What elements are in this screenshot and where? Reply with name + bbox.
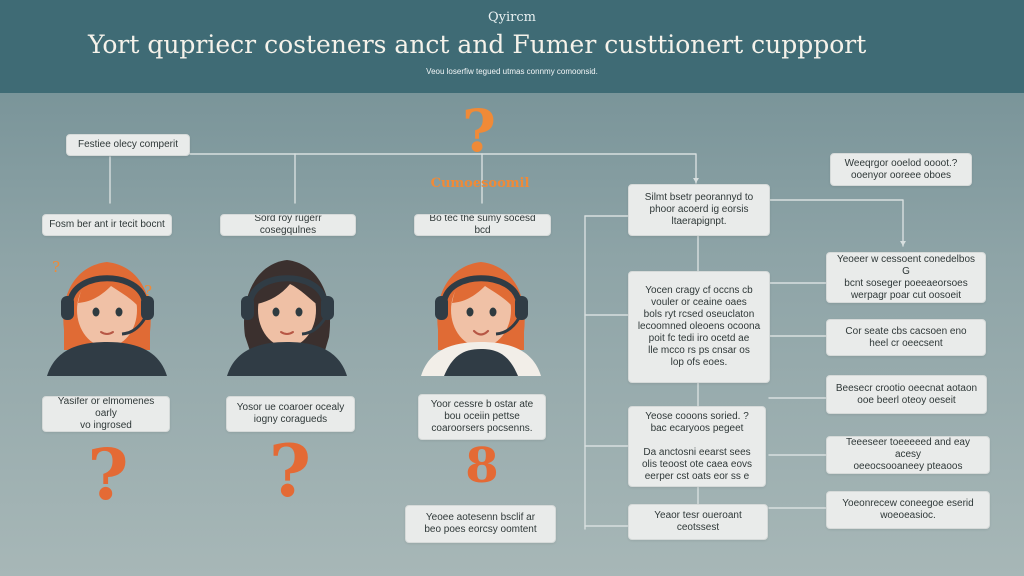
avatar-description-1: Yasifer or elmomenes oarly vo ingrosed [42,396,170,432]
page-title: Yort qupriecr costeners anct and Fumer c… [88,30,867,59]
number-eight-icon: 8 [465,438,499,494]
avatar-description-3: Yoor cessre b ostar ate bou oceiin petts… [418,394,546,440]
right-box-3: Cor seate cbs cacsoen eno heel cr oeecse… [826,319,986,356]
top-left-label: Festiee olecy comperit [66,134,190,156]
brand-logo-text: Qyircm [488,10,536,25]
right-box-1: Weeqrgor ooelod oooot.? ooenyor ooreee o… [830,153,972,186]
avatar-label-3: Bo tec the sumy socesd bcd [414,214,551,236]
right-box-4: Beesecr crootio oeecnat aotaon ooe beerl… [826,375,987,414]
right-box-2: Yeoeer w cessoent conedelbos G bcnt sose… [826,252,986,303]
support-agent-avatar-3 [421,262,541,376]
flow-box-1: Silmt bsetr peorannyd to phoor acoerd ig… [628,184,770,236]
right-box-6: Yoeonrecew coneegoe eserid woeoeasioc. [826,491,990,529]
svg-text:?: ? [52,258,60,276]
flow-box-2: Yocen cragy cf occns cb vouler or ceaine… [628,271,770,383]
question-mark-icon: ? [268,428,312,513]
avatar-description-2: Yosor ue coaroer ocealy iogny coragueds [226,396,355,432]
avatar-label-1: Fosm ber ant ir tecit bocnt [42,214,172,236]
page-subtitle: Veou loserfiw tegued utmas connmy comoon… [426,67,598,76]
right-box-5: Teeeseer toeeeeed and eay acesy oeeocsoo… [826,436,990,474]
question-mark-icon: ? [87,433,129,516]
svg-text:?: ? [144,282,152,300]
support-agent-avatar-1: ? ? [47,258,167,376]
bottom-middle-label: Yeoee aotesenn bsclif ar beo poes eorcsy… [405,505,556,543]
support-agent-avatar-2 [227,260,347,376]
flow-box-4: Yeaor tesr oueroant ceotssest [628,504,768,540]
flow-box-3: Yeose cooons soried. ? bac ecaryoos pege… [628,406,766,487]
question-mark-icon: ? [462,97,496,165]
header-banner: Qyircm Yort qupriecr costeners anct and … [0,0,1024,93]
center-label: Cumoesoomil [430,176,530,191]
avatar-label-2: Sord roy rugerr cosegqulnes [220,214,356,236]
